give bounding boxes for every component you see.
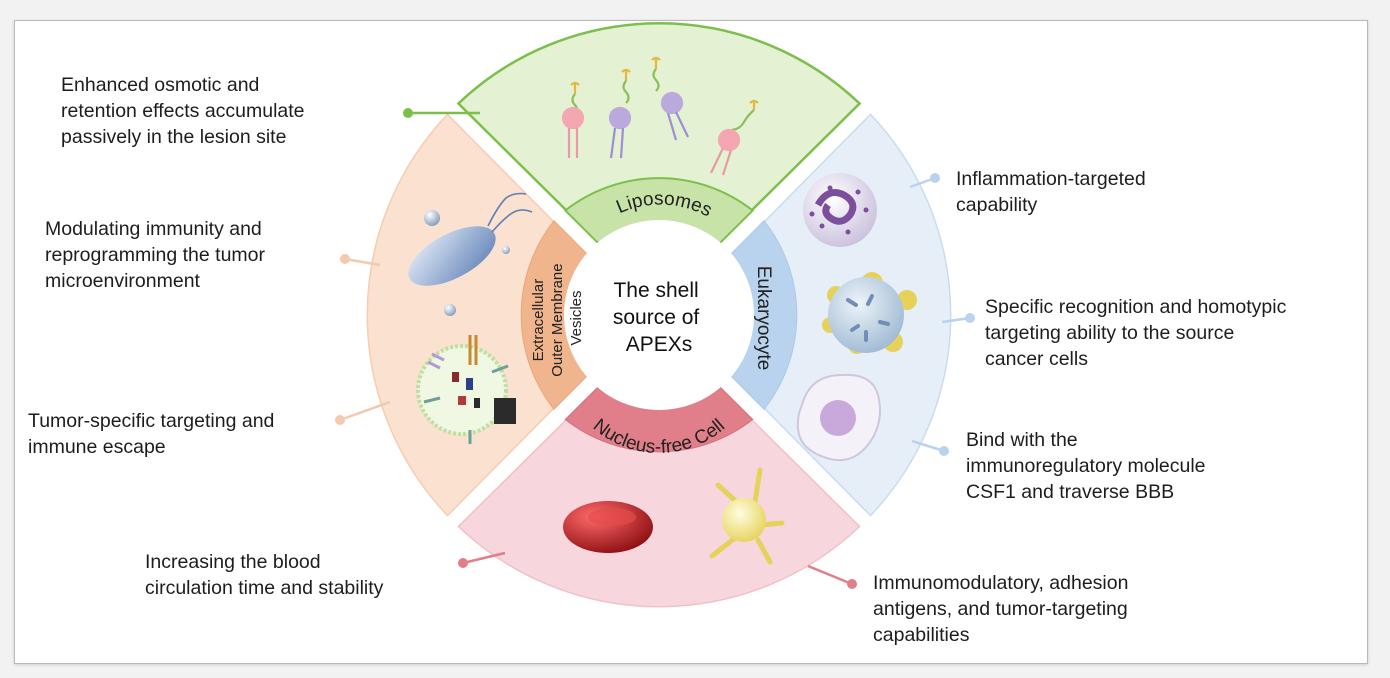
red-blood-cell-icon (563, 501, 653, 553)
macrophage-icon (796, 373, 881, 461)
svg-text:Extracellular Outer Membra: Extracellular Outer Membrane Vesicles (530, 259, 585, 377)
bacterium-icon (408, 192, 533, 316)
annotation-bbb: Bind with the immunoregulatory molecule … (966, 429, 1206, 503)
cancer-cell-icon (822, 272, 917, 354)
annotation-inflammation: Inflammation-targeted capability (956, 168, 1146, 216)
connector-blood (458, 551, 506, 568)
center-line-3: APEXs (626, 333, 693, 356)
eukaryocyte-label: Eukaryocyte (753, 266, 774, 371)
connector-tumor-escape (335, 400, 391, 425)
liposome-icon (710, 99, 759, 176)
annotation-immunity: Modulating immunity and reprogramming th… (45, 218, 266, 292)
connector-recognition (941, 313, 975, 324)
connector-bbb (911, 439, 949, 456)
connector-immunomodulatory (807, 564, 857, 589)
outer-membrane-vesicle-icon (416, 335, 516, 444)
liposome-icon (651, 56, 689, 141)
center-circle (564, 220, 754, 410)
liposome-icon (608, 68, 632, 159)
vesicles-label-line-2: Outer Membrane (549, 263, 566, 376)
vesicles-label-line-3: Vesicles (568, 290, 585, 345)
connector-immunity (340, 254, 381, 267)
platelet-icon (709, 467, 785, 565)
annotation-liposomes: Enhanced osmotic and retention effects a… (61, 74, 305, 148)
annotation-blood: Increasing the blood circulation time an… (145, 551, 384, 599)
neutrophil-icon (803, 173, 877, 247)
liposome-icon (561, 81, 585, 158)
annotation-immunomodulatory: Immunomodulatory, adhesion antigens, and… (873, 572, 1129, 646)
center-line-2: source of (613, 306, 700, 329)
vesicles-label-line-1: Extracellular (530, 279, 547, 362)
connector-inflammation (909, 173, 940, 189)
svg-text:The shell source of AP: The shell source of APEXs (613, 279, 705, 356)
annotation-tumor-escape: Tumor-specific targeting and immune esca… (28, 410, 275, 458)
annotation-recognition: Specific recognition and homotypic targe… (985, 296, 1287, 370)
connector-liposomes (403, 108, 480, 118)
center-line-1: The shell (613, 279, 698, 302)
